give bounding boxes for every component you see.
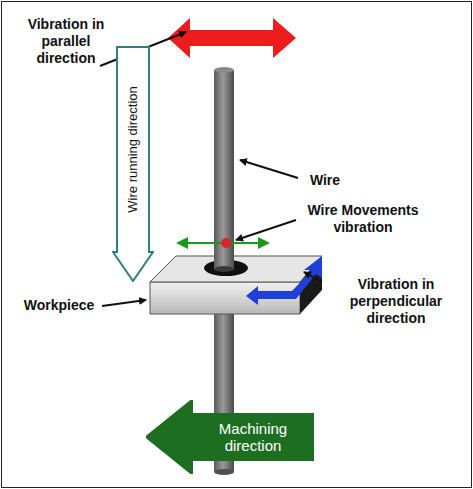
wire-vibration-label: Wire Movements vibration [298, 202, 428, 236]
perpendicular-vibration-label: Vibration in perpendicular direction [326, 276, 466, 327]
workpiece-label: Workpiece [14, 297, 104, 314]
leader-line [240, 160, 298, 178]
parallel-vibration-arrow [168, 18, 296, 58]
arrow-text: Wire running direction [126, 86, 141, 212]
wire-upper [214, 70, 234, 270]
leader-line [236, 220, 296, 240]
wire-label: Wire [300, 172, 350, 189]
leader-line [102, 300, 146, 306]
vibration-dot [221, 238, 231, 248]
workpiece-top [150, 256, 322, 282]
leader-line [304, 272, 322, 282]
parallel-vibration-label: Vibration in parallel direction [10, 16, 122, 67]
wire-direction-arrow: Wire running direction [112, 46, 154, 282]
machining-direction-arrow: Machining direction [146, 400, 314, 474]
arrow-text: Machining direction [198, 420, 308, 455]
perpendicular-vibration-arrow [246, 256, 322, 305]
